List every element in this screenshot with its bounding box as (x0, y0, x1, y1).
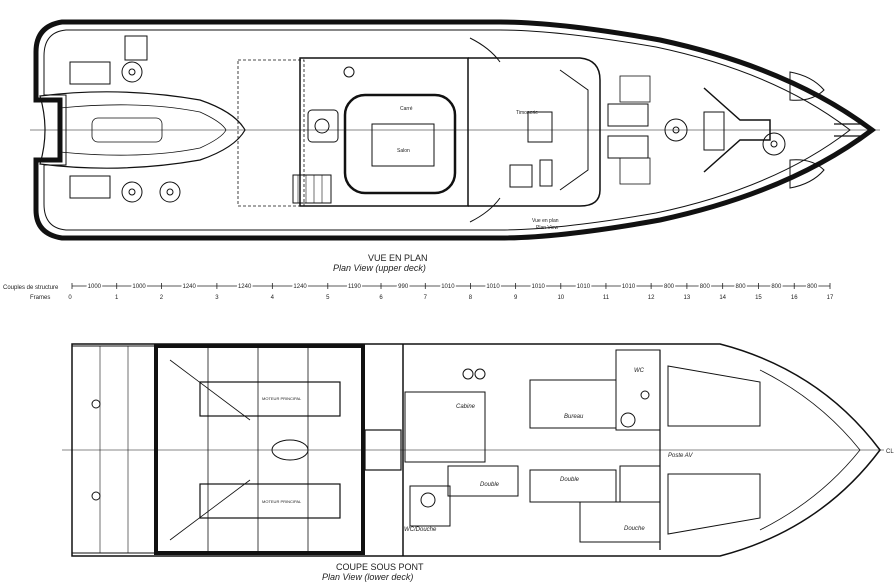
frame-spacing-label: 1010 (486, 284, 500, 290)
room-douche: Douche (624, 526, 645, 532)
frame-spacing-label: 1240 (182, 284, 196, 290)
room-double-2: Double (560, 477, 580, 483)
label-plan-view-small: Plan View (536, 225, 559, 231)
room-wc-douche: WC/Douche (404, 527, 437, 533)
frame-number: 6 (379, 295, 383, 301)
frame-spacing-label: 1000 (132, 284, 146, 290)
upper-deck-plan (30, 19, 880, 241)
frame-spacing-label: 990 (398, 284, 409, 290)
upper-hull-inner (43, 29, 851, 231)
label-timonerie: Timonerie (516, 110, 538, 116)
frame-number: 4 (271, 295, 275, 301)
aft-winches (69, 35, 181, 203)
frame-number: 9 (514, 295, 518, 301)
frame-spacing-label: 1240 (293, 284, 307, 290)
frame-number: 15 (755, 295, 762, 301)
room-cabine: Cabine (456, 404, 476, 410)
frame-spacing-label: 1010 (441, 284, 455, 290)
frame-number: 12 (648, 295, 655, 301)
forward-chevron (703, 87, 771, 173)
tender-boat (39, 91, 246, 169)
frame-number: 17 (827, 295, 834, 301)
frame-number: 1 (115, 295, 119, 301)
frame-spacing-label: 1010 (532, 284, 546, 290)
couples-label: Couples de structure (3, 285, 59, 291)
frame-spacing-label: 800 (700, 284, 711, 290)
upper-deck-subtitle: Plan View (upper deck) (333, 263, 426, 273)
frame-number: 2 (160, 295, 164, 301)
lower-deck-subtitle: Plan View (lower deck) (322, 572, 413, 582)
frame-number: 11 (603, 295, 610, 301)
frame-spacing-label: 800 (771, 284, 782, 290)
frame-number: 3 (215, 295, 219, 301)
frame-number: 14 (719, 295, 726, 301)
aft-deck-hatch (237, 59, 305, 207)
room-wc: WC (634, 368, 645, 374)
frame-number: 10 (557, 295, 564, 301)
room-double-1: Double (480, 482, 500, 488)
label-vue-en-plan: Vue en plan (532, 218, 559, 224)
label-salon: Salon (397, 148, 410, 154)
wheelhouse (468, 57, 601, 207)
frame-spacing-label: 800 (664, 284, 675, 290)
superstructure (299, 57, 469, 207)
frame-spacing-label: 800 (807, 284, 818, 290)
frame-spacing-label: 1000 (88, 284, 102, 290)
frame-spacing-label: 800 (736, 284, 747, 290)
upper-hull-outline (33, 19, 877, 241)
upper-deck-title: VUE EN PLAN (368, 253, 428, 263)
frame-number: 0 (68, 295, 72, 301)
label-moteur-2: MOTEUR PRINCIPAL (262, 499, 302, 504)
frames-label: Frames (30, 295, 50, 301)
frame-number: 5 (326, 295, 330, 301)
frame-number: 13 (684, 295, 691, 301)
frame-number: 7 (424, 295, 428, 301)
label-cl: CL (886, 449, 894, 455)
frame-spacing-label: 1010 (622, 284, 636, 290)
frame-spacing-label: 1190 (348, 284, 362, 290)
room-poste: Poste AV (668, 453, 693, 459)
frame-number: 8 (469, 295, 473, 301)
lower-deck-plan (62, 343, 884, 557)
salon-table (343, 93, 457, 195)
frame-spacing-label: 1010 (577, 284, 591, 290)
lower-deck-title: COUPE SOUS PONT (336, 562, 424, 572)
room-bureau: Bureau (564, 414, 584, 420)
frame-number: 16 (791, 295, 798, 301)
frame-spacing-label: 1240 (238, 284, 252, 290)
label-carre: Carré (400, 106, 413, 112)
label-moteur-1: MOTEUR PRINCIPAL (262, 396, 302, 401)
engine-room (154, 344, 365, 555)
